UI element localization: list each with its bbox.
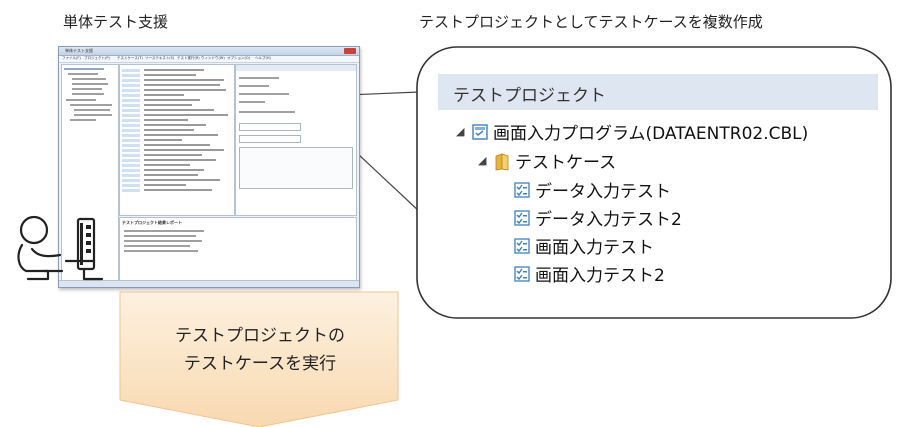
thumbnail-menu-bar: ファイル(F) プロジェクト(P) テストケース(T) ソーステキスト(S) テ…	[59, 56, 359, 63]
test-case-label: 画面入力テスト	[535, 238, 654, 258]
down-arrow	[119, 291, 399, 427]
expand-triangle-icon[interactable]: ◢	[478, 154, 487, 167]
menu-item: プロジェクト(P)	[84, 56, 110, 60]
arrow-caption: テストプロジェクトの テストケースを実行	[100, 322, 420, 378]
thumbnail-properties-panel	[235, 64, 357, 216]
test-case-icon	[514, 181, 530, 198]
test-case-icon	[514, 237, 530, 254]
program-label: 画面入力プログラム(DATAENTR02.CBL)	[493, 124, 809, 144]
tree-node-test-case[interactable]: データ入力テスト	[514, 177, 671, 202]
tree-node-test-case[interactable]: 画面入力テスト2	[514, 261, 665, 286]
tree-node-program[interactable]: ◢ 画面入力プログラム(DATAENTR02.CBL)	[456, 119, 808, 144]
person-at-computer-icon	[17, 215, 104, 281]
thumbnail-source-editor	[119, 64, 235, 216]
thumbnail-report-panel: テストプロジェクト結果レポート	[119, 217, 357, 281]
test-project-panel-title: テストプロジェクト	[453, 86, 606, 106]
menu-item: ウィンドウ(W)	[201, 56, 225, 60]
thumbnail-report-heading: テストプロジェクト結果レポート	[122, 220, 182, 225]
arrow-caption-line-2: テストケースを実行	[183, 354, 337, 374]
expand-triangle-icon[interactable]: ◢	[456, 125, 465, 138]
tree-node-folder[interactable]: ◢ テストケース	[478, 148, 616, 173]
left-title: 単体テスト支援	[63, 13, 169, 31]
test-case-label: 画面入力テスト2	[535, 266, 665, 286]
thumbnail-window-title: 単体テスト支援	[65, 48, 93, 53]
folder-label: テストケース	[515, 153, 617, 173]
menu-item: ファイル(F)	[62, 56, 81, 60]
close-icon	[344, 48, 356, 54]
test-case-icon	[514, 209, 530, 226]
tree-node-test-case[interactable]: データ入力テスト2	[514, 205, 682, 230]
tree-node-test-case[interactable]: 画面入力テスト	[514, 233, 654, 258]
app-screenshot-thumbnail: 単体テスト支援 ファイル(F) プロジェクト(P) テストケース(T) ソーステ…	[58, 46, 360, 288]
menu-item: ヘルプ(H)	[255, 56, 271, 60]
program-icon	[472, 123, 488, 140]
test-case-icon	[514, 265, 530, 282]
folder-icon	[494, 152, 510, 170]
test-project-panel-header	[438, 74, 878, 110]
zoom-callout-box	[416, 46, 892, 319]
menu-item: ソーステキスト(S)	[145, 56, 175, 60]
test-case-label: データ入力テスト	[535, 182, 671, 202]
arrow-caption-line-1: テストプロジェクトの	[175, 326, 345, 346]
menu-item: オプション(O)	[227, 56, 250, 60]
thumbnail-project-tree	[61, 64, 119, 284]
menu-item: テストケース(T)	[117, 56, 143, 60]
right-title: テストプロジェクトとしてテストケースを複数作成	[419, 13, 763, 31]
menu-item: テスト実行(R)	[177, 56, 200, 60]
test-case-label: データ入力テスト2	[535, 210, 682, 230]
